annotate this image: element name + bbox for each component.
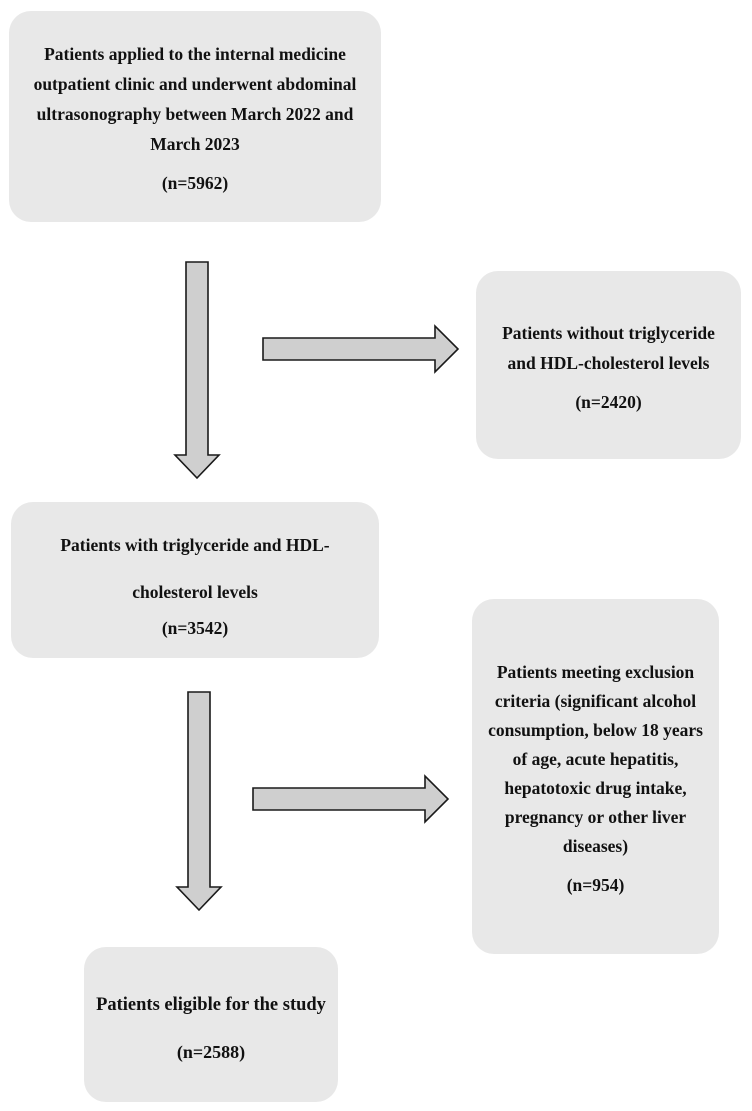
with-levels-text: Patients with triglyceride and HDL-chole…	[60, 534, 330, 602]
applied-patients-count: (n=5962)	[161, 173, 229, 193]
down-arrow-1	[173, 261, 221, 480]
applied-patients-box: Patients applied to the internal medicin…	[9, 11, 381, 222]
eligible-patients-box: Patients eligible for the study (n=2588)	[84, 947, 338, 1102]
with-levels-count: (n=3542)	[161, 617, 229, 638]
exclusion-criteria-box: Patients meeting exclusion criteria (sig…	[472, 599, 719, 954]
without-levels-box: Patients without triglyceride and HDL-ch…	[476, 271, 741, 459]
applied-patients-text: Patients applied to the internal medicin…	[33, 44, 357, 154]
right-arrow-2	[252, 774, 450, 824]
eligible-patients-count: (n=2588)	[176, 1041, 246, 1062]
with-levels-box: Patients with triglyceride and HDL-chole…	[11, 502, 379, 658]
exclusion-criteria-text: Patients meeting exclusion criteria (sig…	[488, 661, 703, 856]
without-levels-count: (n=2420)	[575, 391, 642, 412]
down-arrow-2	[175, 691, 223, 912]
without-levels-text: Patients without triglyceride and HDL-ch…	[502, 322, 715, 373]
right-arrow-1	[262, 324, 460, 374]
exclusion-criteria-count: (n=954)	[566, 874, 625, 895]
eligible-patients-text: Patients eligible for the study	[96, 994, 326, 1015]
